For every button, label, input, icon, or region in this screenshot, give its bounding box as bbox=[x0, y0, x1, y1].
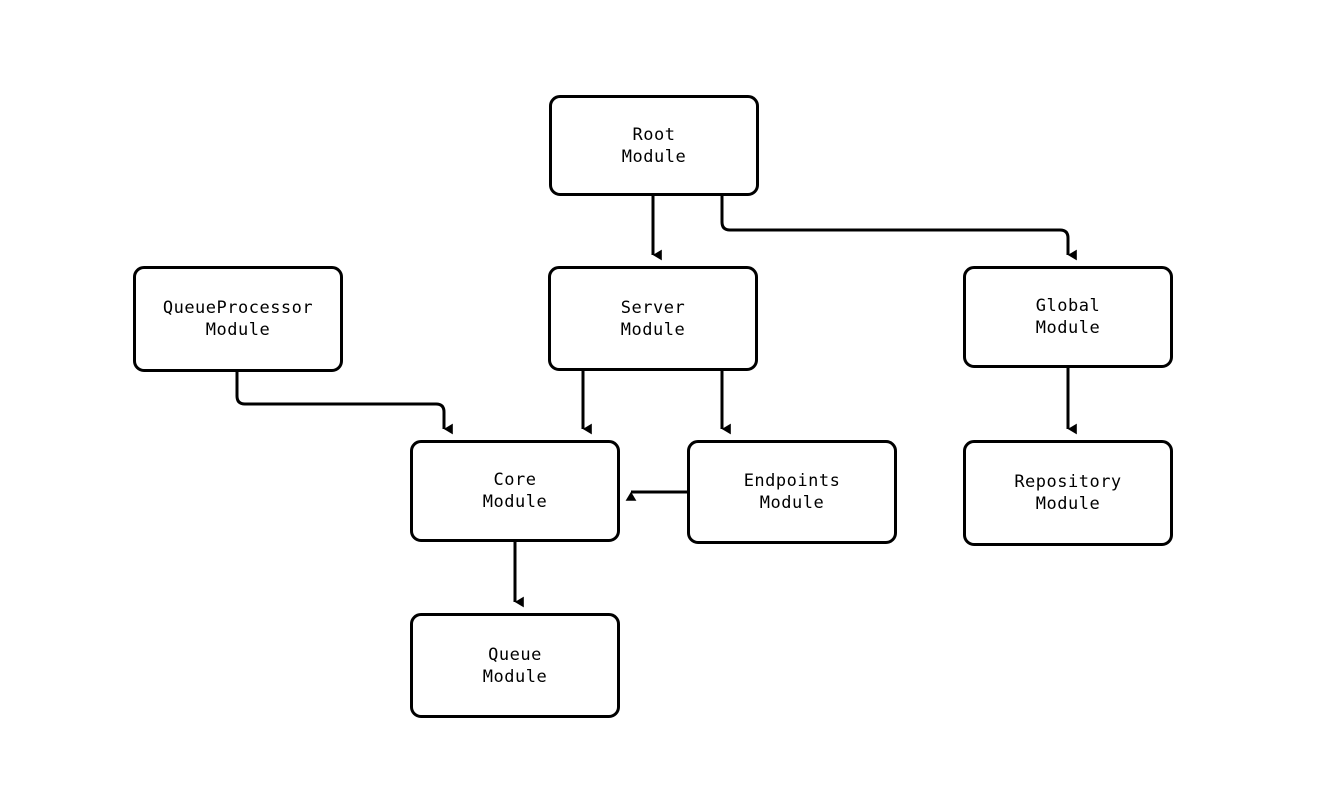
node-server-module-label-line1: Server bbox=[620, 297, 686, 318]
node-root-module-label-line2: Module bbox=[621, 146, 687, 167]
node-root-module-label-line1: Root bbox=[632, 124, 676, 145]
node-queue-module-label-line1: Queue bbox=[488, 644, 542, 665]
node-global-module-label-line2: Module bbox=[1035, 318, 1101, 338]
node-repository-module-label-line1: Repository bbox=[1014, 472, 1122, 492]
node-server-module[interactable]: Server Module bbox=[548, 266, 758, 371]
node-core-module[interactable]: Core Module bbox=[410, 440, 620, 542]
edge-root-to-global bbox=[720, 196, 1077, 261]
node-queueprocessor-module[interactable]: QueueProcessor Module bbox=[133, 266, 343, 372]
node-core-module-label-line1: Core bbox=[493, 470, 537, 490]
node-root-module[interactable]: Root Module bbox=[549, 95, 759, 196]
edge-queueprocessor-to-core bbox=[235, 372, 453, 435]
node-server-module-label-line2: Module bbox=[620, 319, 686, 340]
node-repository-module-label-line2: Module bbox=[1035, 494, 1101, 514]
node-global-module[interactable]: Global Module bbox=[963, 266, 1173, 368]
node-global-module-label-line1: Global bbox=[1035, 296, 1101, 316]
node-queue-module-label-line2: Module bbox=[482, 666, 548, 687]
node-endpoints-module[interactable]: Endpoints Module bbox=[687, 440, 897, 544]
node-queueprocessor-module-label-line1: QueueProcessor bbox=[162, 298, 314, 318]
node-core-module-label-line2: Module bbox=[482, 492, 548, 512]
node-queueprocessor-module-label-line2: Module bbox=[205, 320, 271, 340]
node-endpoints-module-label-line1: Endpoints bbox=[743, 471, 841, 491]
node-queue-module[interactable]: Queue Module bbox=[410, 613, 620, 718]
node-endpoints-module-label-line2: Module bbox=[759, 493, 825, 513]
node-repository-module[interactable]: Repository Module bbox=[963, 440, 1173, 546]
